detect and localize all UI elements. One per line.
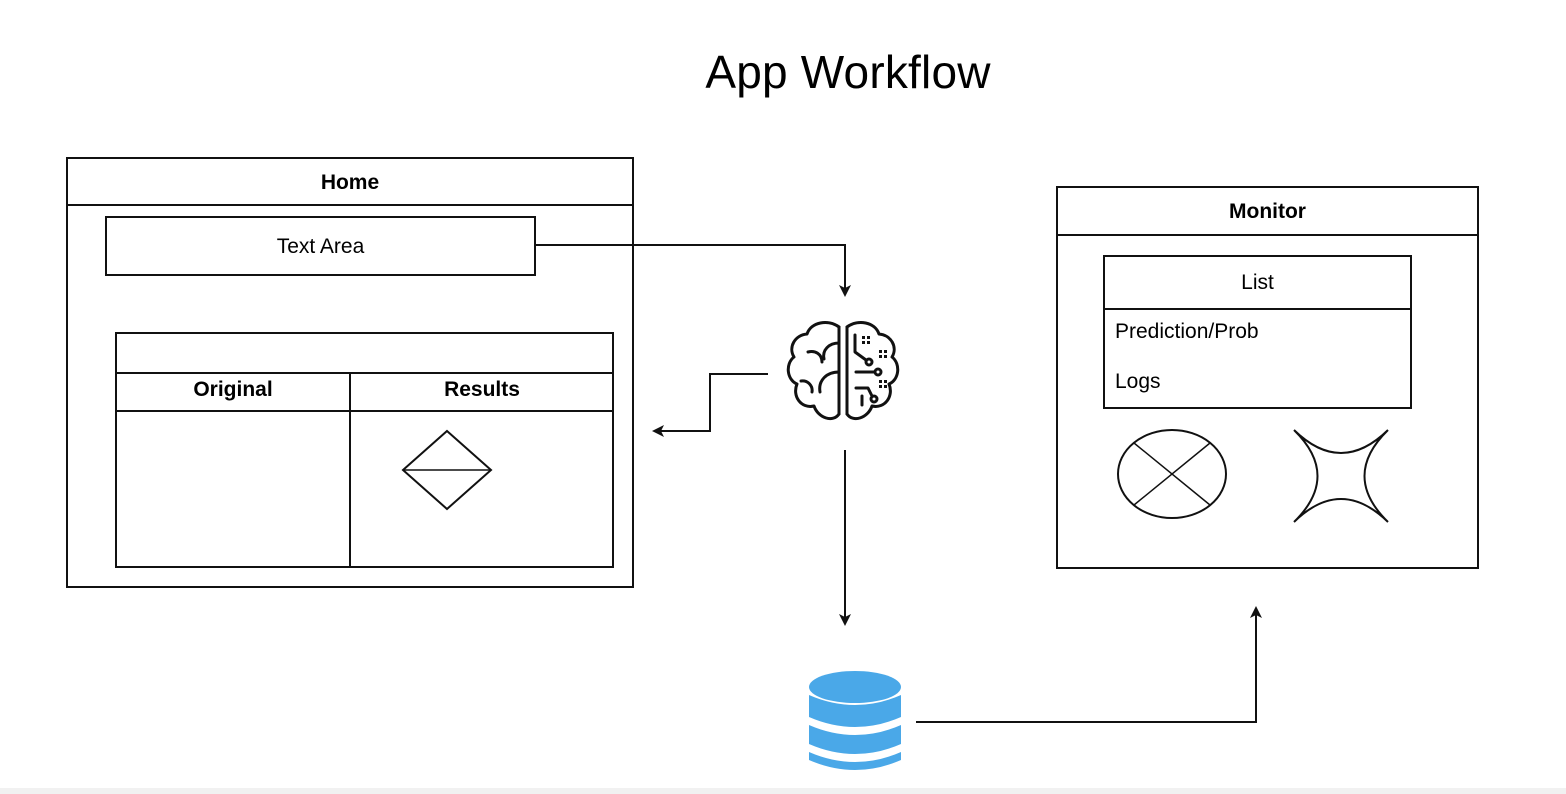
arrow-model-to-home: [652, 373, 768, 437]
results-table: [115, 332, 614, 568]
arrow-database-to-monitor: [916, 606, 1262, 723]
column-header-original-label: Original: [193, 378, 273, 401]
text-area-label: Text Area: [276, 235, 365, 258]
home-header: Home: [68, 159, 632, 206]
list-item[interactable]: Prediction/Prob: [1115, 320, 1259, 344]
four-point-star-shape: [1293, 429, 1389, 523]
decision-diamond-shape: [401, 429, 493, 511]
monitor-header: Monitor: [1058, 188, 1477, 236]
database-icon: [809, 671, 901, 770]
list-item[interactable]: Logs: [1115, 370, 1161, 394]
bottom-strip: [0, 788, 1566, 794]
list-item-label: Logs: [1115, 370, 1161, 393]
summing-junction-shape: [1117, 429, 1227, 519]
monitor-list-header: List: [1105, 257, 1410, 310]
text-area[interactable]: Text Area: [105, 216, 536, 276]
table-divider-top: [115, 372, 614, 374]
home-header-label: Home: [320, 171, 380, 194]
table-divider-header: [115, 410, 614, 412]
brain-circuit-dots: [862, 336, 887, 388]
list-item-label: Prediction/Prob: [1115, 320, 1259, 343]
monitor-header-label: Monitor: [1229, 200, 1306, 223]
column-header-results: Results: [351, 378, 613, 402]
table-divider-column: [349, 372, 351, 568]
diagram-title: App Workflow: [705, 46, 991, 98]
arrow-textarea-to-model: [536, 244, 851, 297]
monitor-list-header-label: List: [1241, 271, 1274, 294]
column-header-results-label: Results: [444, 378, 520, 401]
monitor-list: List: [1103, 255, 1412, 409]
brain-circuit-icon: [786, 321, 900, 421]
column-header-original: Original: [117, 378, 349, 402]
